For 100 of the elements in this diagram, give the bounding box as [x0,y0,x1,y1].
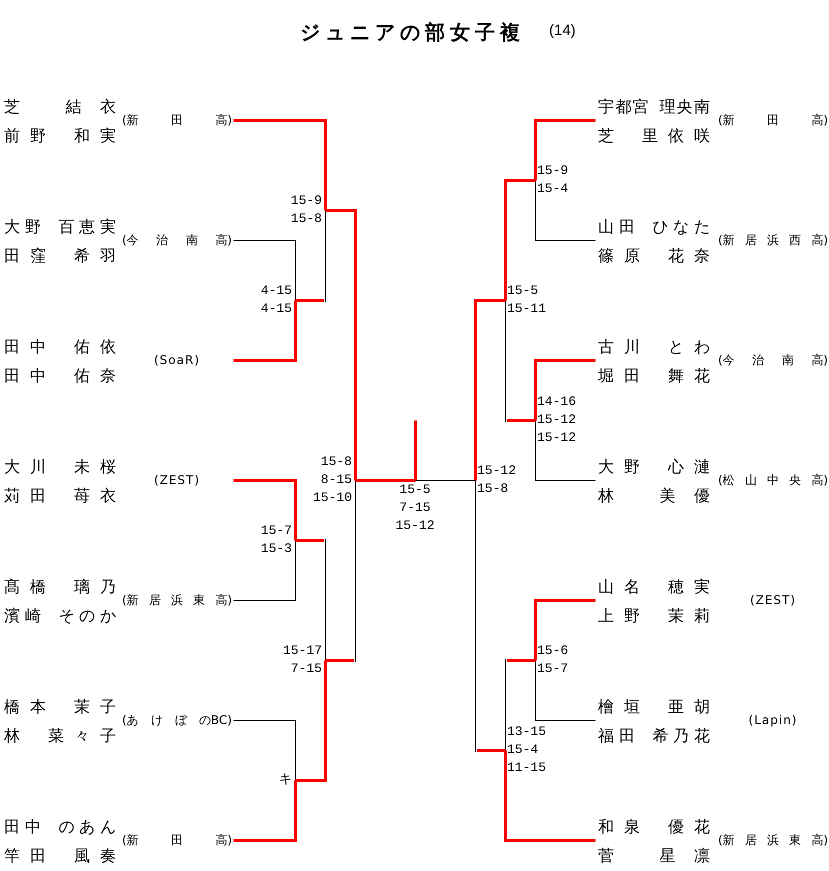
player-name: 上野 茉莉 [598,606,710,626]
score: 7-15 [399,499,431,517]
score: 15-11 [507,300,546,318]
team-name: (新居浜東高) [718,832,828,848]
team-name: (新田高) [122,112,232,128]
bracket-line [356,479,416,482]
entry-count: (14) [549,21,576,41]
team-name: (Lapin) [748,712,798,728]
player-name: 芝 里依咲 [598,126,710,146]
team-name: (新居浜東高) [122,592,232,608]
title: ジュニアの部女子複 [300,20,525,44]
player-name: 前野 和実 [4,126,116,146]
score: 15-12 [537,429,576,447]
score: 7-15 [290,660,322,678]
result-mark: キ [279,771,292,789]
player-name: 堀田 舞花 [598,366,710,386]
player-name: 大野 心漣 [598,457,710,477]
bracket-line [534,119,596,180]
team-name: (新田高) [122,832,232,848]
player-name: 田中 のあん [4,817,116,837]
player-name: 橋本 茉子 [4,697,116,717]
bracket-line [504,300,536,422]
score: 15-8 [320,453,352,471]
player-name: 宇都宮 理央南 [598,97,710,117]
player-name: 福田 希乃花 [598,726,710,746]
bracket-line [326,480,357,662]
team-name: (新田高) [718,112,828,128]
score: 15-5 [507,282,538,300]
player-name: 檜垣 亜胡 [598,697,710,717]
score: 4-15 [260,300,292,318]
score: 15-4 [507,741,538,759]
player-name: 田中 佑依 [4,337,116,357]
score: 15-12 [537,411,576,429]
bracket-line [233,720,296,781]
bracket-line [233,240,296,301]
player-name: 苅田 苺衣 [4,486,116,506]
player-name: 大川 未桜 [4,457,116,477]
player-name: 田窪 希羽 [4,246,116,266]
score: 4-15 [260,282,292,300]
player-name: 大野 百恵実 [4,217,116,237]
team-name: (ZEST) [750,592,796,608]
winner-line [414,420,417,480]
score: 15-7 [537,660,568,678]
score: 15-9 [537,162,568,180]
bracket-line [504,179,536,300]
player-name: 林 菜々子 [4,726,116,746]
score: 15-10 [312,489,352,507]
player-name: 篠原 花奈 [598,246,710,266]
bracket-line [234,300,297,362]
score: 8-15 [320,471,352,489]
bracket-line [534,359,596,420]
bracket-line [234,119,327,210]
bracket-line [504,750,596,842]
bracket-line [534,599,596,660]
score: 15-4 [537,180,568,198]
bracket-line [326,209,357,480]
score: 13-15 [507,723,546,741]
score: 15-12 [395,517,434,535]
team-name: (ZEST) [154,472,200,488]
score: 15-8 [477,480,508,498]
player-name: 田中 佑奈 [4,366,116,386]
player-name: 濱崎 そのか [4,606,116,626]
bracket-line [504,659,536,750]
player-name: 和泉 優花 [598,817,710,837]
bracket-line [234,780,297,842]
score: 14-16 [537,393,576,411]
team-name: (今治南高) [718,352,828,368]
player-name: 山名 穂実 [598,577,710,597]
team-name: (松山中央高) [718,472,828,488]
bracket-line [296,539,327,660]
team-name: (あけぼのBC) [122,712,232,728]
bracket-line [535,420,596,481]
score: 15-6 [537,642,568,660]
score: 15-5 [399,481,431,499]
bracket-line [296,660,327,782]
player-name: 古川 とわ [598,337,710,357]
bracket-line [535,180,596,241]
player-name: 竿田 風奏 [4,846,116,866]
player-name: 髙橋 璃乃 [4,577,116,597]
score: 15-9 [290,192,322,210]
bracket-line [233,540,296,601]
bracket-line [535,660,596,721]
score: 15-7 [260,522,292,540]
player-name: 菅 星凛 [598,846,710,866]
bracket-line [415,480,476,481]
score: 15-12 [477,462,516,480]
player-name: 芝 結衣 [4,97,116,117]
bracket-line [474,480,506,752]
team-name: (今治南高) [122,232,232,248]
player-name: 林 美優 [598,486,710,506]
score: 15-3 [260,540,292,558]
bracket-line [474,299,506,480]
score: 15-8 [290,210,322,228]
score: 15-17 [282,642,322,660]
bracket-line [296,210,327,302]
team-name: (SoaR) [154,352,200,368]
score: 11-15 [507,759,546,777]
player-name: 山田 ひなた [598,217,710,237]
bracket-line [234,479,297,540]
team-name: (新居浜西高) [718,232,828,248]
